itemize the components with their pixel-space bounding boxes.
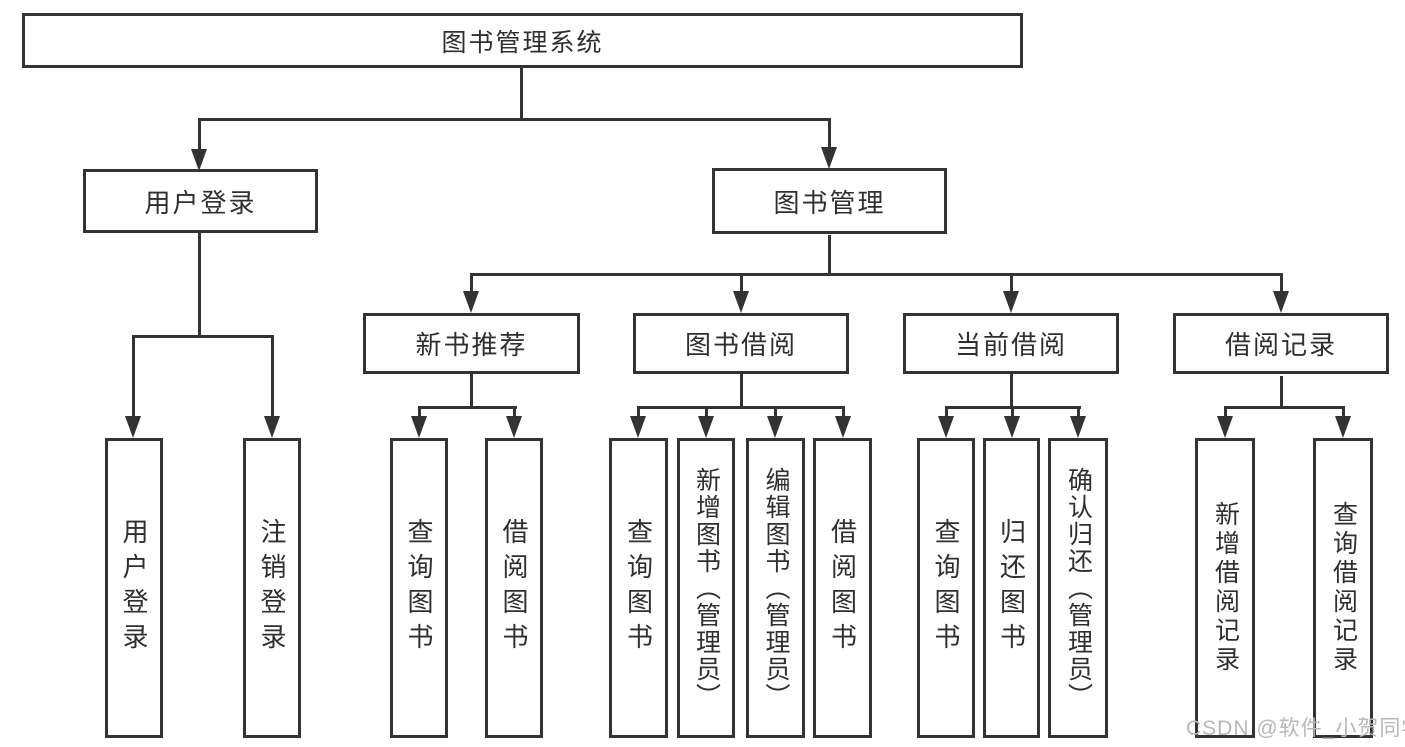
connector-drop-add-borrow-record	[1224, 406, 1227, 418]
connector-drop-current-borrowing	[1010, 273, 1013, 293]
connector-drop-borrow-books-1	[513, 406, 516, 418]
node-current-borrowing-label: 当前借阅	[954, 330, 1067, 360]
arrowhead-edit-book-admin	[767, 416, 783, 438]
leaf-user-login-label: 用户登录	[119, 518, 149, 658]
node-book-borrowing-label: 图书借阅	[684, 330, 797, 360]
leaf-borrow-books-2-label: 借阅图书	[827, 518, 858, 658]
connector-book-management-stem	[828, 235, 831, 275]
connector-root-rail	[198, 118, 831, 121]
node-borrow-records-label: 借阅记录	[1224, 330, 1337, 360]
arrowhead-add-borrow-record	[1217, 416, 1233, 438]
connector-drop-borrow-books-2	[842, 406, 845, 418]
leaf-return-books-label: 归还图书	[996, 518, 1027, 658]
arrowhead-add-book-admin	[698, 416, 714, 438]
connector-book-management-rail	[470, 273, 1282, 276]
arrowhead-confirm-return	[1070, 416, 1086, 438]
connector-new-book-recommend-stem	[470, 374, 473, 408]
leaf-query-borrow-record-label: 查询借阅记录	[1329, 501, 1358, 675]
connector-drop-leaf-logout	[271, 335, 274, 417]
connector-drop-book-borrowing	[740, 273, 743, 293]
arrowhead-leaf-logout	[264, 416, 280, 438]
leaf-edit-book-admin: 编辑图书（管理员）	[746, 438, 805, 738]
arrowhead-query-books-2	[630, 416, 646, 438]
connector-drop-book-management	[828, 118, 831, 148]
connector-user-login-rail	[132, 335, 274, 338]
arrowhead-borrow-books-1	[506, 416, 522, 438]
connector-drop-query-books-3	[945, 406, 948, 418]
leaf-query-books-1: 查询图书	[390, 438, 448, 738]
connector-book-borrowing-rail	[637, 406, 845, 409]
connector-book-borrowing-stem	[740, 374, 743, 408]
connector-drop-borrow-records	[1280, 273, 1283, 293]
csdn-watermark: CSDN @软件_小贺同学	[1186, 717, 1405, 740]
node-book-management: 图书管理	[712, 168, 947, 234]
leaf-add-book-admin: 新增图书（管理员）	[677, 438, 735, 738]
leaf-query-borrow-record: 查询借阅记录	[1313, 438, 1373, 738]
connector-borrow-records-stem	[1280, 376, 1283, 408]
arrowhead-book-borrowing	[733, 291, 749, 313]
connector-new-book-recommend-rail	[418, 406, 517, 409]
connector-borrow-records-rail	[1224, 406, 1345, 409]
leaf-logout-label: 注销登录	[257, 518, 287, 658]
leaf-add-borrow-record-label: 新增借阅记录	[1211, 501, 1240, 675]
node-user-login: 用户登录	[83, 169, 318, 233]
leaf-confirm-return-admin-label: 确认归还（管理员）	[1064, 466, 1093, 710]
node-book-borrowing: 图书借阅	[633, 313, 849, 374]
arrowhead-borrow-records	[1273, 291, 1289, 313]
node-new-book-recommend: 新书推荐	[363, 313, 580, 374]
connector-drop-return-books	[1011, 406, 1014, 418]
leaf-logout: 注销登录	[243, 438, 301, 738]
leaf-borrow-books-1-label: 借阅图书	[499, 518, 529, 658]
leaf-add-borrow-record: 新增借阅记录	[1195, 438, 1255, 738]
connector-drop-query-books-2	[637, 406, 640, 418]
connector-drop-leaf-user-login	[132, 335, 135, 417]
arrowhead-user-login	[191, 149, 207, 171]
arrowhead-borrow-books-2	[835, 416, 851, 438]
arrowhead-book-management	[821, 147, 837, 169]
leaf-query-books-3: 查询图书	[917, 438, 975, 738]
connector-drop-query-borrow-record	[1342, 406, 1345, 418]
connector-drop-add-book-admin	[705, 406, 708, 418]
arrowhead-query-books-1	[411, 416, 427, 438]
connector-drop-confirm-return	[1077, 406, 1080, 418]
leaf-query-books-2: 查询图书	[609, 438, 668, 738]
leaf-query-books-1-label: 查询图书	[404, 518, 434, 658]
arrowhead-query-borrow-record	[1335, 416, 1351, 438]
leaf-query-books-2-label: 查询图书	[623, 518, 654, 658]
leaf-confirm-return-admin: 确认归还（管理员）	[1048, 438, 1108, 738]
leaf-borrow-books-2: 借阅图书	[813, 438, 872, 738]
node-current-borrowing: 当前借阅	[903, 313, 1119, 374]
leaf-user-login: 用户登录	[105, 438, 163, 738]
leaf-query-books-3-label: 查询图书	[931, 518, 961, 658]
node-root-label: 图书管理系统	[441, 28, 604, 57]
arrowhead-new-book-recommend	[463, 291, 479, 313]
connector-current-borrowing-stem	[1010, 374, 1013, 408]
node-borrow-records: 借阅记录	[1173, 313, 1389, 374]
connector-drop-user-login	[198, 118, 201, 152]
arrowhead-query-books-3	[938, 416, 954, 438]
leaf-borrow-books-1: 借阅图书	[485, 438, 543, 738]
node-user-login-label: 用户登录	[144, 187, 257, 218]
connector-drop-edit-book-admin	[774, 406, 777, 418]
node-root: 图书管理系统	[22, 13, 1023, 68]
leaf-add-book-admin-label: 新增图书（管理员）	[692, 466, 721, 710]
leaf-return-books: 归还图书	[983, 438, 1040, 738]
connector-user-login-stem	[198, 233, 201, 337]
node-new-book-recommend-label: 新书推荐	[415, 330, 528, 360]
connector-root-stem	[520, 68, 523, 120]
arrowhead-current-borrowing	[1003, 291, 1019, 313]
connector-drop-new-book-recommend	[470, 273, 473, 293]
node-book-management-label: 图书管理	[773, 187, 886, 218]
arrowhead-leaf-user-login	[125, 416, 141, 438]
connector-drop-query-books-1	[418, 406, 421, 418]
arrowhead-return-books	[1004, 416, 1020, 438]
leaf-edit-book-admin-label: 编辑图书（管理员）	[762, 466, 790, 710]
